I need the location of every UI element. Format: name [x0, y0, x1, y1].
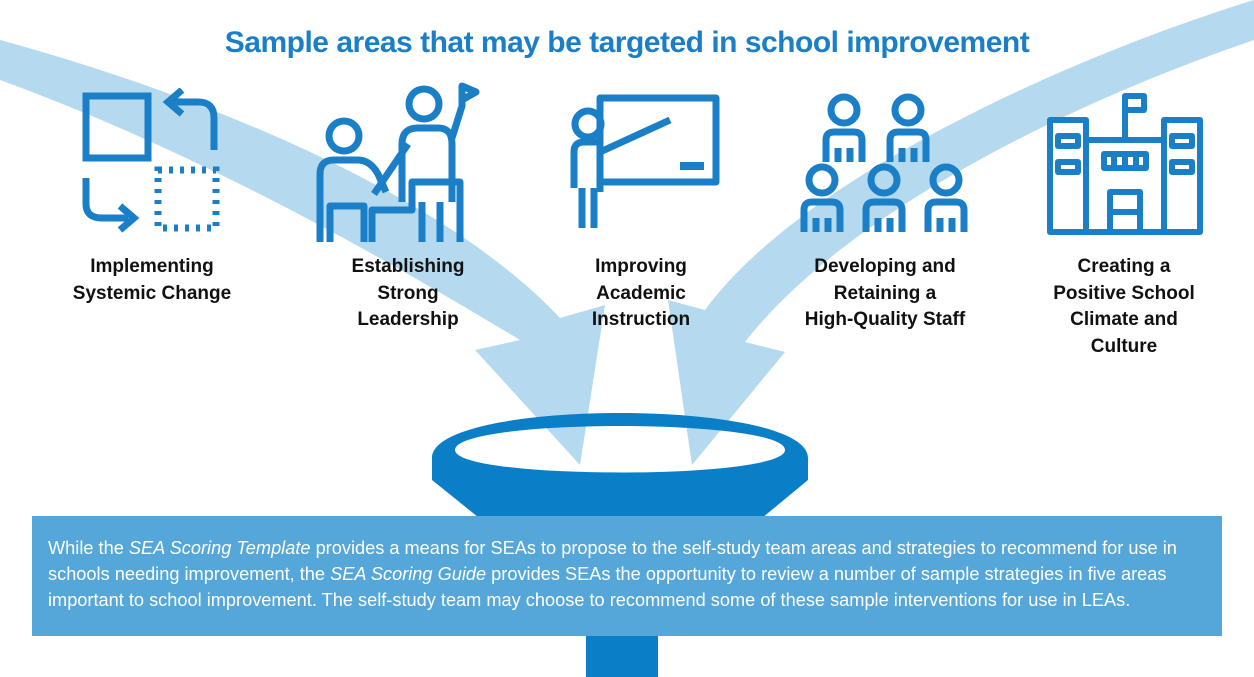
description-text: While the SEA Scoring Template provides …	[48, 538, 1177, 610]
guide-title: SEA Scoring Guide	[330, 563, 487, 584]
systemic-change-icon	[82, 88, 220, 233]
page-title: Sample areas that may be targeted in sch…	[224, 26, 1030, 59]
description-box: While the SEA Scoring Template provides …	[32, 516, 1222, 636]
right-curved-arrow	[668, 0, 1254, 465]
staff-icon	[800, 93, 968, 232]
instruction-icon	[570, 94, 720, 228]
school-building-icon	[1047, 93, 1203, 235]
leadership-icon	[316, 82, 480, 242]
template-title: SEA Scoring Template	[128, 538, 311, 558]
